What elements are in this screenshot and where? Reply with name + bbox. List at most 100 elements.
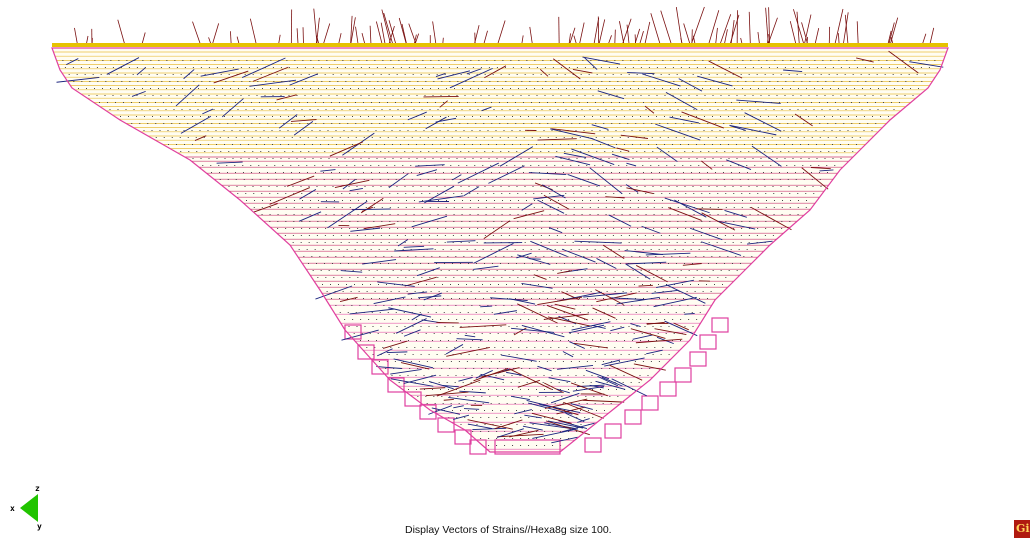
mesh-node [664,270,666,271]
mesh-node [642,284,643,285]
mesh-node [233,81,235,82]
mesh-node [610,165,612,166]
mesh-node [531,179,533,180]
mesh-node [72,67,74,68]
mesh-node [439,130,441,131]
mesh-node [586,403,588,404]
mesh-node [342,60,344,61]
mesh-node [469,277,471,278]
mesh-node [878,60,880,61]
strain-vector [386,351,408,354]
strain-vector [537,199,565,214]
mesh-node [732,235,734,236]
mesh-node [732,186,734,187]
mesh-node [763,179,765,180]
mesh-node [648,95,650,96]
mesh-node [684,263,685,264]
mesh-node [614,347,616,348]
mesh-node [478,88,479,89]
mesh-node [656,67,658,68]
mesh-node [779,172,780,173]
mesh-node [880,95,882,96]
mesh-node [556,151,558,152]
mesh-node [560,95,562,96]
mesh-node [458,249,460,250]
mesh-node [620,263,621,264]
mesh-node [496,431,498,432]
mesh-node [492,186,494,187]
mesh-node [403,172,404,173]
mesh-node [419,298,420,299]
mesh-node [662,291,664,292]
mesh-layer-lines [53,51,947,450]
strain-vector [509,298,536,305]
mesh-node [552,158,554,159]
mesh-node [459,172,460,173]
mesh-node [580,354,582,355]
mesh-node [718,88,719,89]
mesh-node [781,221,783,222]
strain-vector [439,100,448,108]
mesh-node [796,74,798,75]
graphics-viewport[interactable] [0,0,1030,470]
mesh-node [816,95,818,96]
mesh-node [446,200,447,201]
mesh-node [244,74,246,75]
mesh-node [658,165,660,166]
mesh-node [512,67,514,68]
mesh-node [323,137,325,138]
mesh-node [147,123,149,124]
mesh-node [349,277,351,278]
mesh-node [875,123,877,124]
mesh-node [612,151,614,152]
mesh-node [313,81,315,82]
mesh-node [163,137,165,138]
mesh-node [609,333,611,334]
mesh-node [554,403,556,404]
mesh-node [635,172,636,173]
mesh-node [550,382,552,383]
mesh-node [403,298,404,299]
mesh-node [736,67,738,68]
mesh-node [312,116,313,117]
mesh-node [365,109,367,110]
crest-vector [74,27,79,47]
mesh-node [418,361,420,362]
mesh-node [262,60,264,61]
strain-vector [435,72,446,77]
mesh-node [732,263,733,264]
mesh-node [724,242,726,243]
mesh-node [259,123,261,124]
mesh-node [622,291,624,292]
mesh-node [881,81,883,82]
mesh-node [654,200,655,201]
mesh-node [356,326,358,327]
mesh-node [676,186,678,187]
mesh-node [225,81,227,82]
strain-vector [645,252,691,256]
mesh-node [860,74,862,75]
strain-vector [700,160,713,170]
strain-vector [404,276,437,287]
mesh-node [446,347,448,348]
strain-vector [583,292,627,298]
mesh-node [658,361,660,362]
mesh-node [108,74,110,75]
mesh-node [607,130,609,131]
mesh-node [558,60,560,61]
mesh-node [839,130,841,131]
mesh-node [283,179,285,180]
mesh-node [131,123,133,124]
mesh-node [675,172,676,173]
mesh-node [236,186,238,187]
strain-vector [783,69,803,72]
mesh-node [551,305,553,306]
mesh-node [616,144,617,145]
mesh-node [216,116,217,117]
strain-vector [625,184,639,193]
mesh-node [592,67,594,68]
mesh-node [886,60,888,61]
mesh-node [721,81,723,82]
mesh-node [104,95,106,96]
mesh-node [747,123,749,124]
